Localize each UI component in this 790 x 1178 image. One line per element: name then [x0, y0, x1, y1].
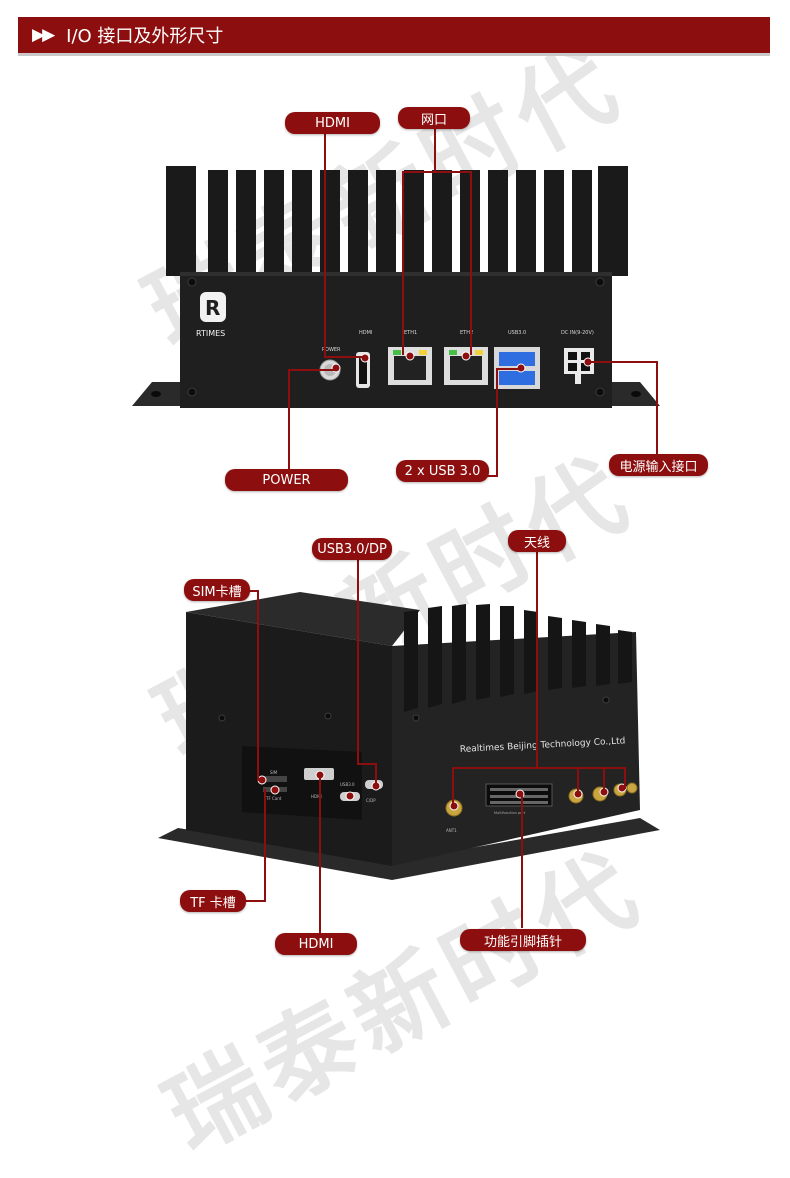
- connector-line: [357, 763, 377, 765]
- svg-text:R: R: [205, 296, 220, 320]
- connector-line: [375, 763, 377, 787]
- connector-line: [486, 475, 498, 477]
- connector-line: [521, 796, 523, 928]
- connector-line: [288, 369, 290, 469]
- section-title: I/O 接口及外形尺寸: [66, 26, 224, 47]
- callout-sim: SIM卡槽: [184, 579, 250, 601]
- svg-text:USB3.0: USB3.0: [508, 330, 526, 336]
- connector-line: [324, 134, 326, 356]
- callout-tf: TF 卡槽: [180, 890, 246, 912]
- connector-line: [288, 369, 336, 371]
- connector-line: [257, 591, 259, 781]
- connector-line: [264, 789, 266, 901]
- connector-line: [402, 171, 472, 173]
- connector-line: [324, 356, 364, 358]
- brand-logo-text: RTIMES: [196, 329, 225, 338]
- connector-line: [357, 558, 359, 764]
- callout-antenna: 天线: [508, 530, 566, 552]
- connector-line: [434, 128, 436, 172]
- connector-line: [402, 171, 404, 355]
- callout-hdmi: HDMI: [285, 112, 380, 134]
- connector-line: [248, 590, 259, 592]
- connector-line: [656, 361, 658, 455]
- connector-line: [577, 767, 579, 795]
- connector-line: [242, 900, 266, 902]
- callout-lan: 网口: [398, 107, 470, 129]
- connector-line: [588, 361, 658, 363]
- connector-line: [319, 777, 321, 935]
- section-header: ▶▶ I/O 接口及外形尺寸: [18, 17, 770, 56]
- connector-line: [452, 767, 454, 807]
- connector-line: [496, 368, 522, 370]
- callout-hdmi-side: HDMI: [275, 933, 357, 955]
- connector-line: [536, 552, 538, 768]
- callout-dc-in: 电源输入接口: [609, 454, 708, 476]
- svg-text:ETH1: ETH1: [404, 330, 417, 336]
- connector-line: [603, 767, 605, 793]
- callout-power: POWER: [225, 469, 348, 491]
- svg-text:DC IN(9-20V): DC IN(9-20V): [561, 330, 594, 336]
- connector-line: [624, 767, 626, 789]
- callout-usb: 2 x USB 3.0: [396, 460, 489, 482]
- svg-text:ETH2: ETH2: [460, 330, 473, 336]
- double-arrow-icon: ▶▶: [32, 25, 55, 45]
- callout-gpio: 功能引脚插针: [460, 929, 586, 951]
- device-front-illustration: R RTIMES POWER HDMI ETH1 ETH2 USB3.0 DC …: [132, 166, 660, 408]
- connector-line: [470, 171, 472, 355]
- connector-line: [496, 368, 498, 476]
- connector-line: [452, 767, 626, 769]
- callout-usb-dp: USB3.0/DP: [312, 538, 392, 560]
- svg-text:POWER: POWER: [322, 347, 341, 353]
- svg-text:HDMI: HDMI: [359, 330, 372, 336]
